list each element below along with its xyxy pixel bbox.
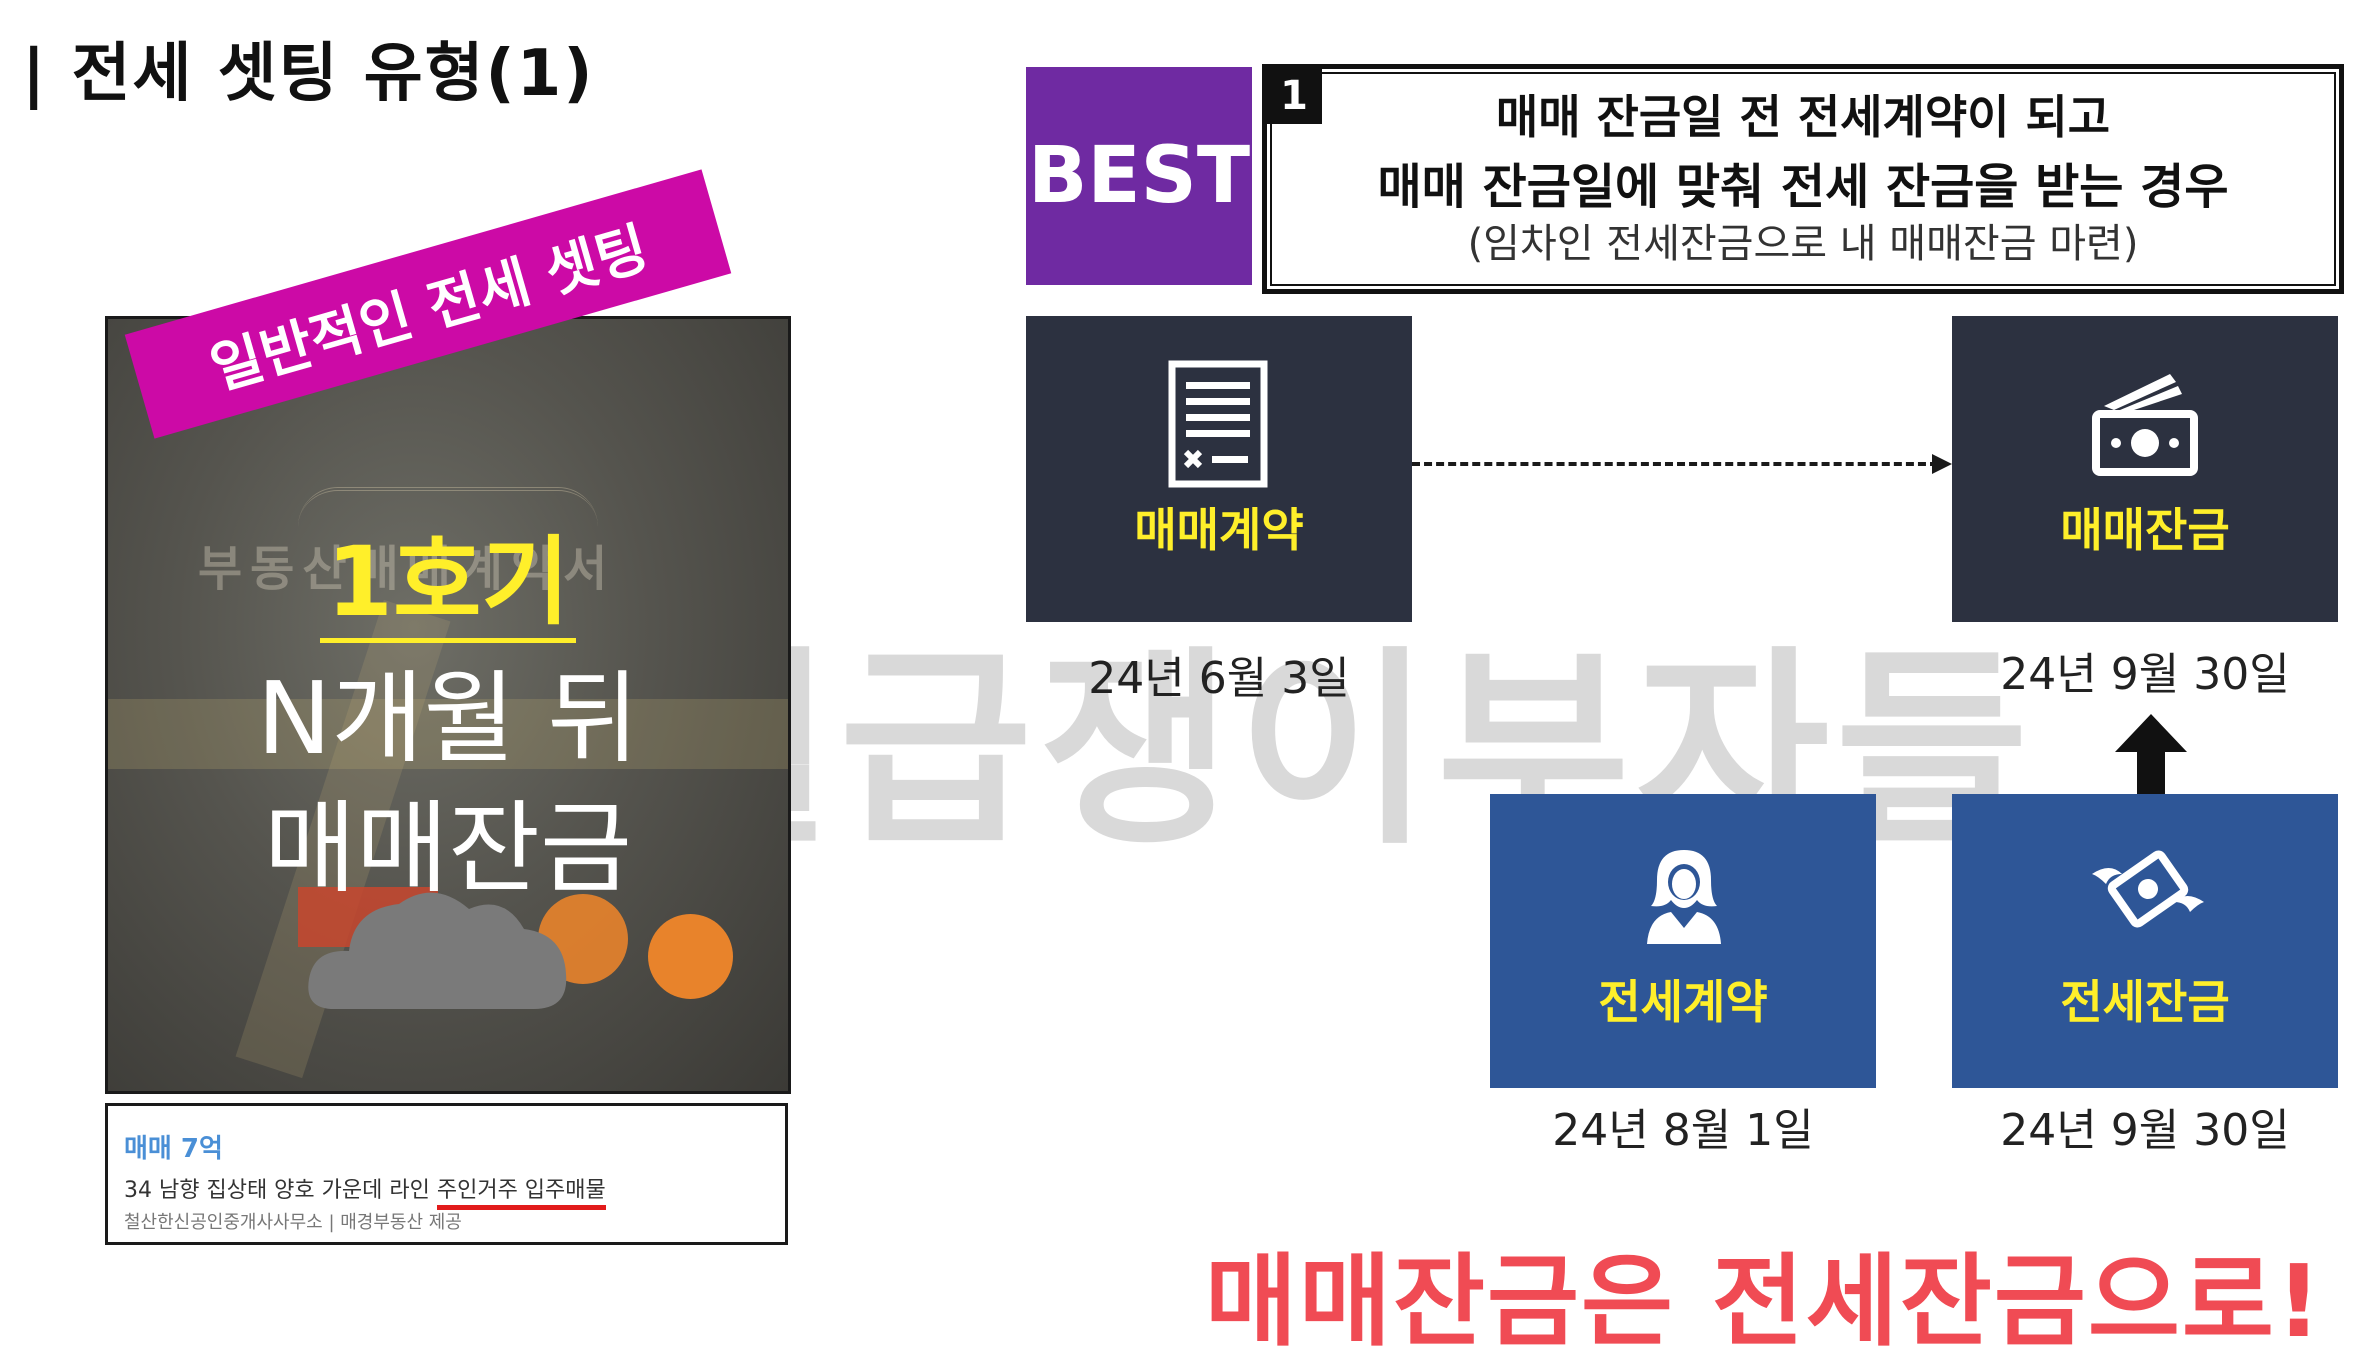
jeonse-balance-card: 전세잔금 xyxy=(1952,794,2338,1088)
photo-line-3: 매매잔금 xyxy=(264,790,632,907)
listing-description: 34 남향 집상태 양호 가운데 라인 주인거주 입주매물 xyxy=(124,1172,606,1210)
arrow-right-icon xyxy=(1932,454,1952,474)
woman-icon xyxy=(1647,850,1721,944)
sale-balance-label: 매매잔금 xyxy=(2060,503,2230,557)
best-badge: BEST xyxy=(1026,67,1252,285)
case-line-3: (임차인 전세잔금으로 내 매매잔금 마련) xyxy=(1467,221,2139,267)
page-title: | 전세 셋팅 유형(1) xyxy=(22,37,595,111)
jeonse-contract-date: 24년 8월 1일 xyxy=(1552,1105,1814,1156)
slogan: 매매잔금은 전세잔금으로! xyxy=(1205,1243,2324,1360)
arrow-up-icon xyxy=(2115,714,2187,794)
case-line-1: 매매 잔금일 전 전세계약이 되고 xyxy=(1495,90,2111,144)
photo-line-1: 1호기 xyxy=(108,504,788,643)
case-box: 매매 잔금일 전 전세계약이 되고 매매 잔금일에 맞춰 전세 잔금을 받는 경… xyxy=(1262,64,2344,294)
orange-circle xyxy=(648,914,733,999)
case-number: 1 xyxy=(1266,68,1322,124)
listing-card: 매매 7억 34 남향 집상태 양호 가운데 라인 주인거주 입주매물 철산한신… xyxy=(105,1103,788,1245)
listing-source: 철산한신공인중개사사무소 | 매경부동산 제공 xyxy=(124,1212,462,1233)
contract-doc-title: 부동산매매계약서 xyxy=(198,541,616,597)
ribbon xyxy=(108,699,788,769)
sale-contract-date: 24년 6월 3일 xyxy=(1088,653,1350,704)
photo-line-2: N개월 뒤 xyxy=(256,660,640,777)
jeonse-balance-date: 24년 9월 30일 xyxy=(2000,1105,2290,1156)
jeonse-contract-label: 전세계약 xyxy=(1598,975,1768,1029)
sale-balance-date: 24년 9월 30일 xyxy=(2000,649,2290,700)
listing-highlight: 주인거주 입주매물 xyxy=(436,1178,606,1210)
cloud-icon xyxy=(308,892,567,1009)
jeonse-contract-card: 전세계약 xyxy=(1490,794,1876,1088)
contract-photo: 부동산매매계약서 1호기 N개월 뒤 매매잔금 xyxy=(105,316,791,1094)
listing-price: 매매 7억 xyxy=(124,1134,223,1164)
timeline-arrow xyxy=(1412,462,1938,466)
ornament xyxy=(298,487,598,531)
sale-contract-label: 매매계약 xyxy=(1134,503,1304,557)
sale-contract-card: 매매계약 xyxy=(1026,316,1412,622)
contract-icon xyxy=(1168,360,1268,488)
case-line-2: 매매 잔금일에 맞춰 전세 잔금을 받는 경우 xyxy=(1377,159,2229,215)
cash-icon xyxy=(2092,374,2198,476)
jeonse-balance-label: 전세잔금 xyxy=(2060,975,2230,1029)
flying-money-icon xyxy=(2092,850,2204,928)
sale-balance-card: 매매잔금 xyxy=(1952,316,2338,622)
